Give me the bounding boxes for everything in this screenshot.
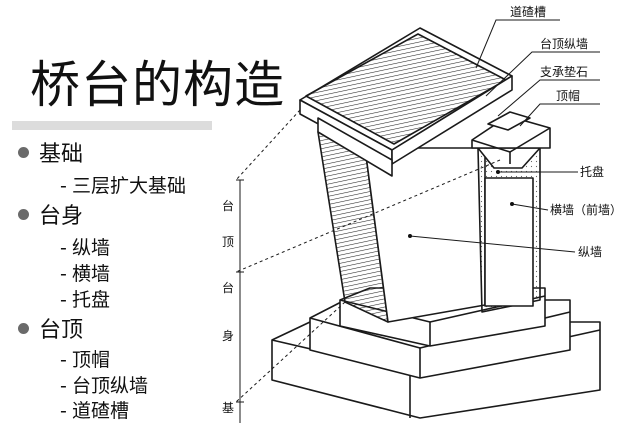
label-longitudinal-wall: 纵墙 (578, 245, 602, 259)
label-vertical-base-1: 基 (222, 401, 234, 415)
outline-subitem-label: 托盘 (72, 289, 111, 311)
bullet-icon (18, 209, 29, 220)
label-ballast-trough: 道碴槽 (510, 5, 546, 19)
outline-item-label: 台顶 (39, 318, 84, 343)
outline-subitem: -托盘 (60, 289, 111, 311)
label-vertical-body-1: 台 (222, 280, 234, 295)
outline-item-abutment-body: 台身 (18, 204, 83, 230)
page-title: 桥台的构造 (30, 56, 285, 114)
label-vertical-body-2: 身 (222, 328, 234, 343)
leader-lines (235, 19, 600, 423)
outline-subitem-label: 道碴槽 (72, 400, 130, 422)
outline-subitem: -台顶纵墙 (60, 375, 149, 397)
outline-item-foundation: 基础 (18, 142, 83, 168)
label-corbel: 托盘 (580, 164, 604, 179)
abutment-drawing (271, 27, 601, 419)
outline-subitem: -纵墙 (60, 237, 111, 259)
label-vertical-top-1: 台 (222, 198, 234, 213)
outline-item-label: 基础 (39, 142, 84, 167)
outline-subitem-label: 三层扩大基础 (72, 175, 187, 197)
outline-item-abutment-top: 台顶 (18, 318, 83, 344)
outline-subitem-label: 纵墙 (72, 237, 111, 259)
outline-subitem-label: 顶帽 (72, 349, 111, 371)
label-cross-wall: 横墙（前墙） (550, 202, 622, 217)
outline-subitem: -三层扩大基础 (60, 175, 187, 197)
label-bearing-pad: 支承垫石 (540, 64, 588, 79)
bearing-pad (487, 111, 531, 131)
outline-subitem-label: 横墙 (72, 263, 111, 285)
label-vertical-top-2: 顶 (222, 235, 234, 249)
title-underline-bar (12, 121, 212, 130)
outline-subitem: -横墙 (60, 263, 111, 285)
outline-subitem: -顶帽 (60, 349, 111, 371)
bullet-icon (18, 147, 29, 158)
bullet-icon (18, 323, 29, 334)
label-top-longitudinal-wall: 台顶纵墙 (540, 36, 588, 51)
outline-item-label: 台身 (39, 204, 84, 229)
outline-subitem: -道碴槽 (60, 400, 130, 422)
label-cap: 顶帽 (556, 88, 580, 103)
outline-subitem-label: 台顶纵墙 (72, 375, 149, 397)
